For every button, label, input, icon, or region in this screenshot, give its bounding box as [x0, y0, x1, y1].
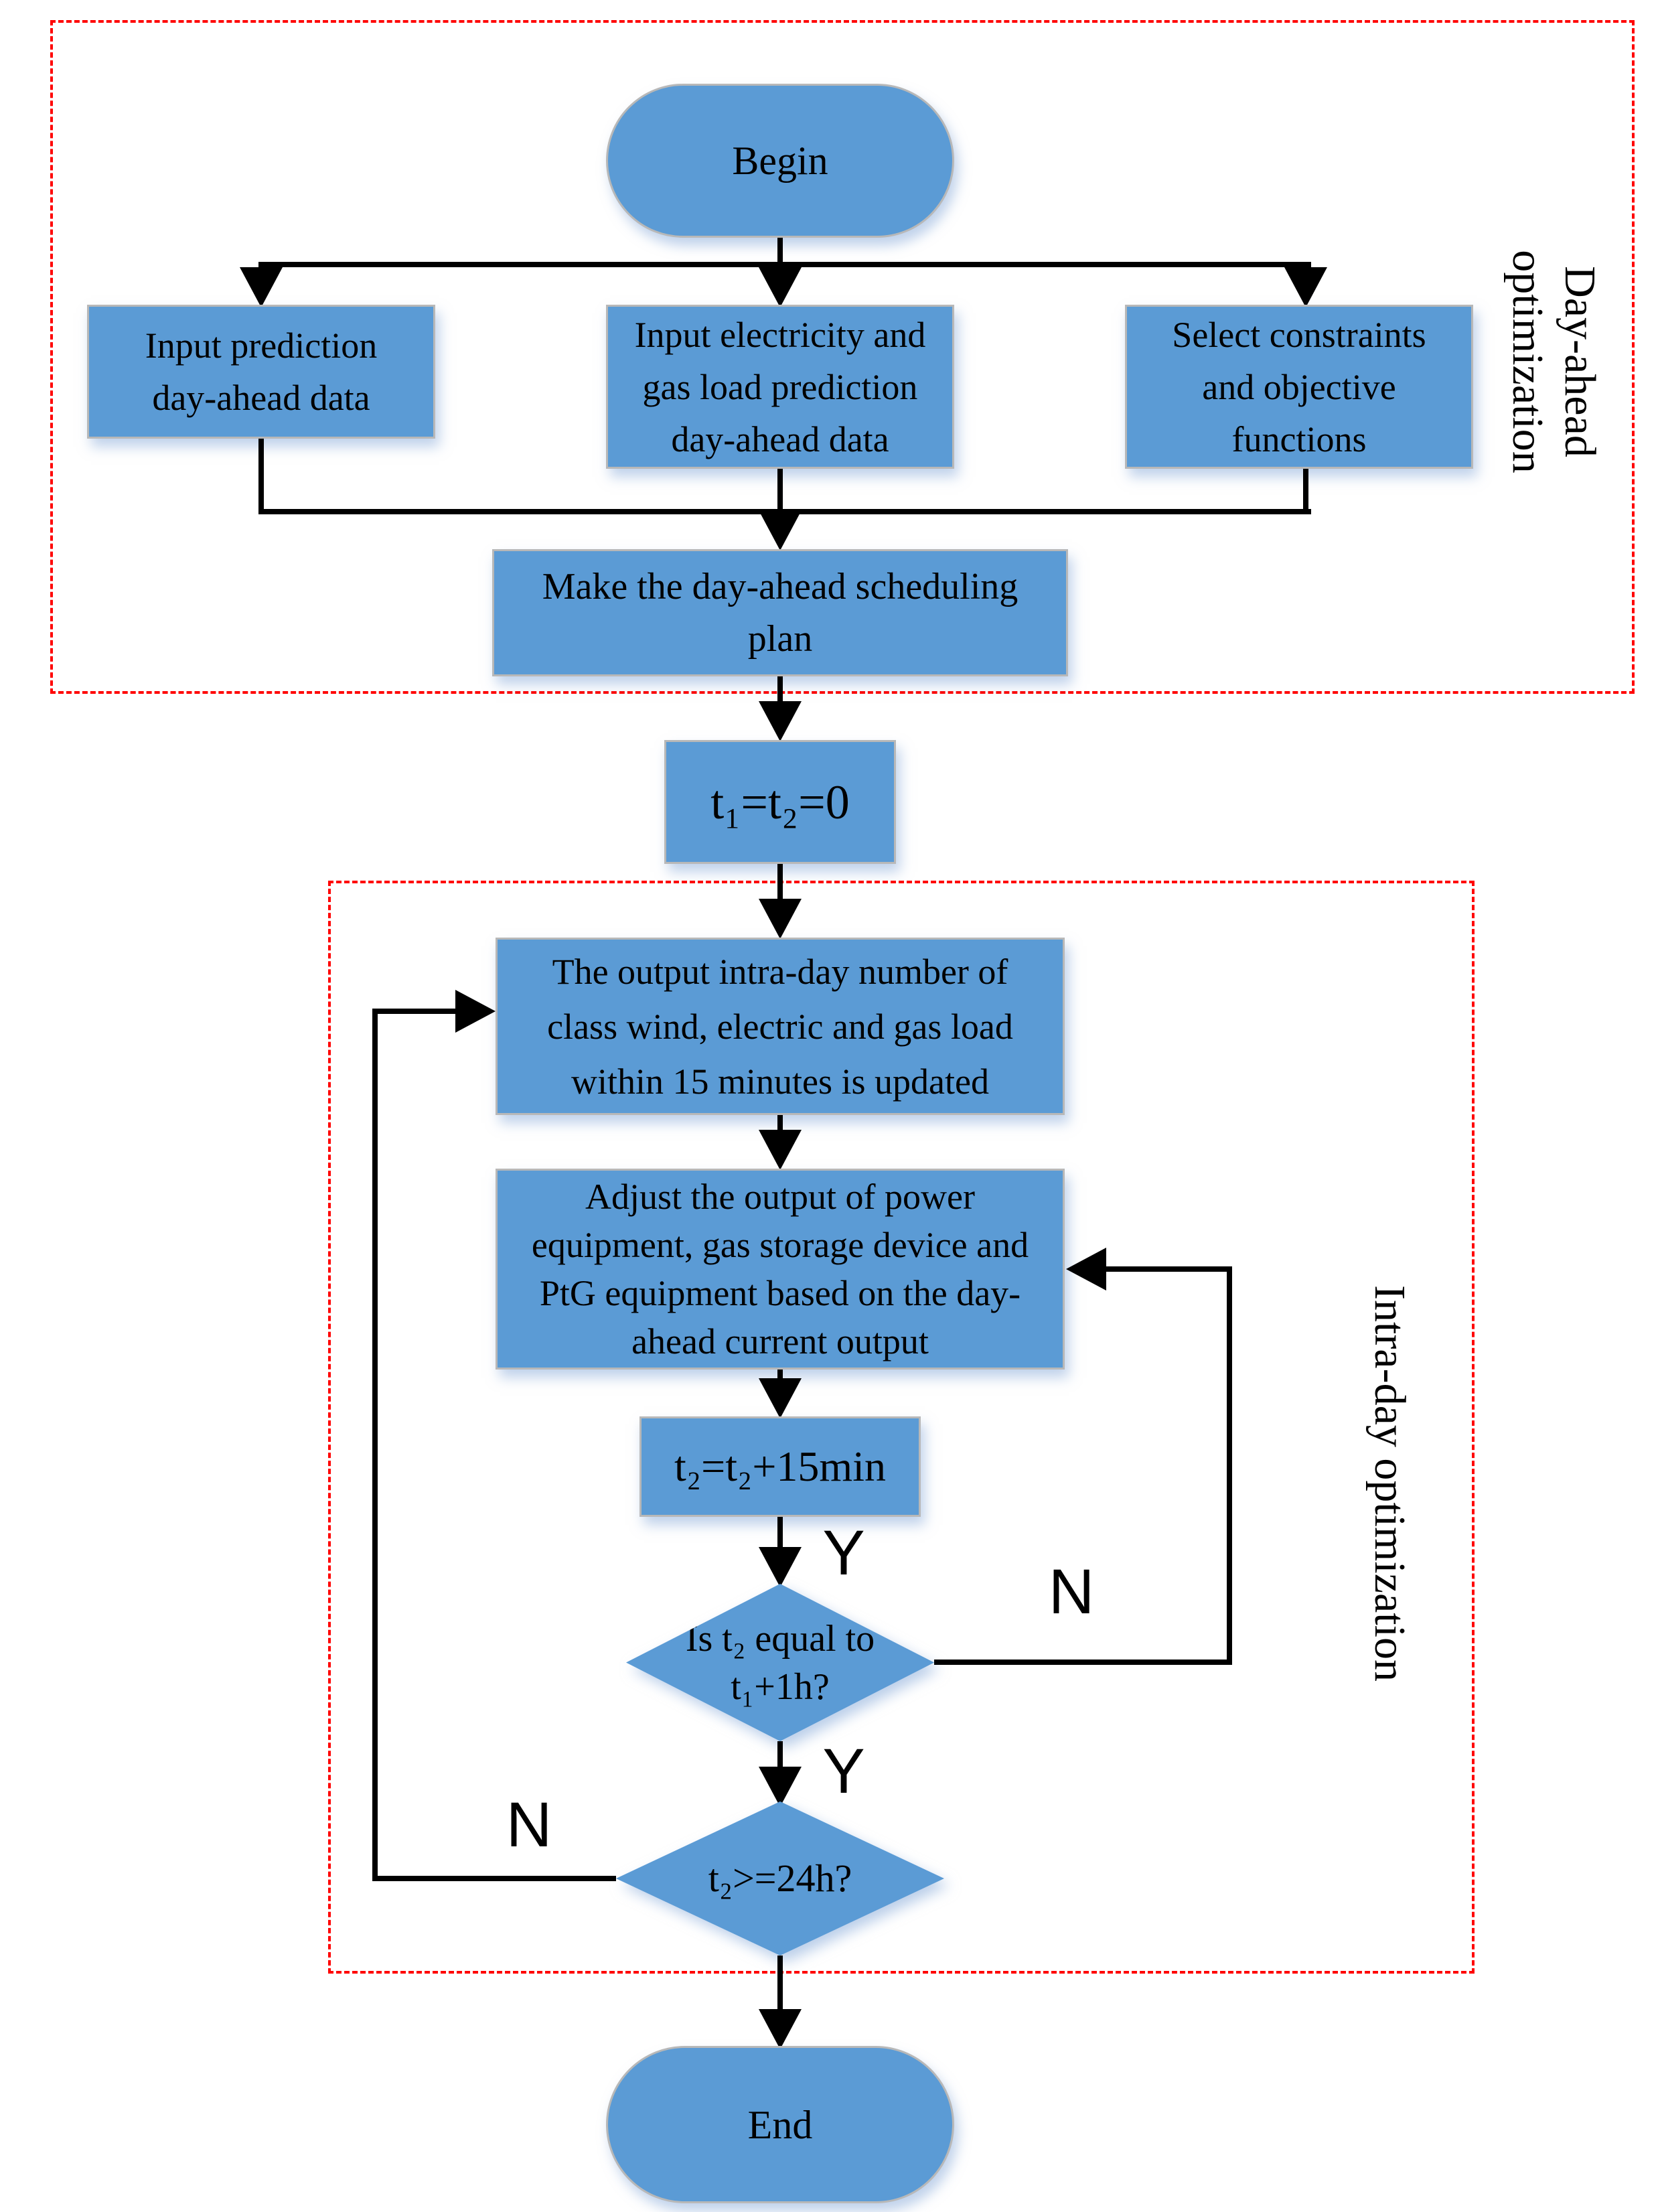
arrowhead-into-init-time	[759, 701, 802, 741]
connector-check-hour-n-right	[934, 1660, 1227, 1665]
intra-day-region-label: Intra-day optimization	[1365, 1285, 1414, 1682]
connector-init-time-down	[777, 864, 783, 901]
arrowhead-into-increment-time	[759, 1378, 802, 1418]
label-y-check-hour: Y	[822, 1736, 865, 1807]
check-day-diamond-shape: t₂>=24h?	[616, 1801, 944, 1956]
connector-check-hour-n-left	[1106, 1266, 1232, 1272]
arrowhead-into-update-output	[759, 899, 802, 939]
arrowhead-into-input-load	[759, 267, 802, 307]
adjust-output-box: Adjust the output of power equipment, ga…	[496, 1169, 1065, 1370]
arrowhead-into-input-prediction	[240, 267, 283, 307]
update-output-box: The output intra-day number of class win…	[496, 938, 1065, 1115]
arrowhead-n-into-adjust-output	[1066, 1248, 1106, 1291]
input-prediction-box: Input prediction day-ahead data	[87, 305, 435, 439]
label-n-check-day: N	[506, 1789, 552, 1860]
day-ahead-region	[50, 20, 1635, 694]
connector-make-plan-down	[777, 676, 783, 703]
select-constraints-box: Select constraints and objective functio…	[1125, 305, 1473, 469]
connector-begin-down	[777, 238, 783, 267]
connector-check-day-n-left	[372, 1876, 616, 1881]
connector-check-hour-y-down	[777, 1741, 783, 1769]
arrowhead-into-check-day	[759, 1767, 802, 1807]
connector-check-day-n-right	[378, 1009, 455, 1014]
end-terminal: End	[606, 2046, 954, 2203]
arrowhead-into-make-plan	[759, 510, 802, 550]
init-time-box: t₁=t₂=0	[664, 740, 896, 864]
connector-check-day-n-up	[372, 1009, 378, 1881]
connector-update-output-down	[777, 1115, 783, 1132]
arrowhead-into-adjust-output	[759, 1130, 802, 1170]
arrowhead-into-end	[759, 2009, 802, 2049]
connector-check-hour-n-up	[1227, 1266, 1232, 1665]
increment-time-box: t₂=t₂+15min	[639, 1416, 921, 1517]
arrowhead-into-select-constraints	[1284, 267, 1327, 307]
check-hour-diamond-shape: Is t₂ equal to t₁+1h?	[626, 1584, 934, 1741]
intra-day-region	[328, 881, 1475, 1974]
arrowhead-into-check-hour	[759, 1547, 802, 1587]
connector-select-constraints-down	[1303, 469, 1308, 512]
label-y-after-increment: Y	[822, 1518, 865, 1589]
connector-branch-horizontal	[258, 262, 1311, 267]
connector-adjust-output-down	[777, 1370, 783, 1380]
day-ahead-region-label: Day-ahead optimization	[1503, 250, 1604, 473]
check-day-diamond: t₂>=24h?	[616, 1801, 944, 1956]
connector-increment-time-down	[777, 1517, 783, 1549]
input-load-box: Input electricity and gas load predictio…	[606, 305, 954, 469]
make-plan-box: Make the day-ahead scheduling plan	[492, 549, 1068, 676]
connector-input-load-down	[777, 469, 783, 512]
arrowhead-n-into-update-output	[455, 990, 496, 1033]
connector-check-day-down	[777, 1956, 783, 2012]
label-n-check-hour: N	[1048, 1556, 1095, 1627]
begin-terminal: Begin	[606, 84, 954, 238]
check-hour-diamond: Is t₂ equal to t₁+1h?	[626, 1584, 934, 1741]
connector-input-prediction-down	[258, 439, 264, 512]
